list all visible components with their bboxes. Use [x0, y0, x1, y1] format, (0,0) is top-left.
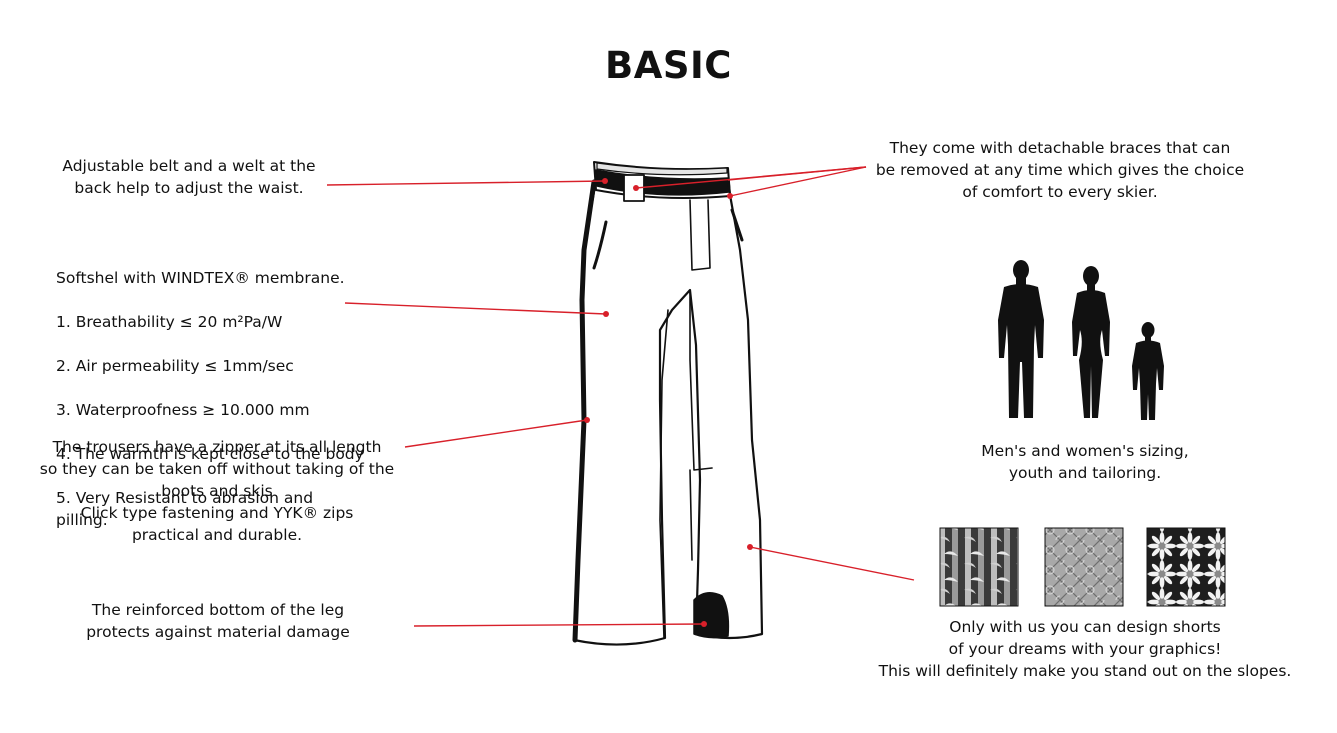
daisy-pattern-swatch[interactable] — [1146, 527, 1226, 607]
callout-lines — [326, 166, 915, 627]
man-silhouette-icon — [998, 260, 1044, 418]
page-title: BASIC — [605, 44, 732, 87]
woman-silhouette-icon — [1072, 266, 1110, 418]
softshell-item-resistance: 5. Very Resistant to abrasion and pillin… — [56, 489, 314, 529]
ornament-pattern-swatch[interactable] — [1044, 527, 1124, 607]
zipper-callout-text: The trousers have a zipper at its all le… — [39, 438, 395, 544]
trousers-outline — [572, 173, 764, 646]
softshell-item-breathability: 1. Breathability ≤ 20 m²Pa/W — [56, 313, 283, 331]
braces-callout-text: They come with detachable braces that ca… — [875, 139, 1245, 201]
softshell-item-waterproofness: 3. Waterproofness ≥ 10.000 mm — [56, 401, 310, 419]
reinforced-hem-patch — [693, 592, 730, 639]
callout-line-bottom — [413, 623, 705, 627]
bamboo-pattern-swatch[interactable] — [939, 527, 1019, 607]
belt-callout-text: Adjustable belt and a welt at the back h… — [62, 157, 316, 197]
callout-line-braces-3 — [729, 166, 867, 197]
bottom-callout-text: The reinforced bottom of the leg protect… — [86, 601, 350, 641]
callout-line-graphics — [749, 546, 915, 581]
callout-line-belt — [326, 180, 606, 186]
trousers-illustration — [572, 161, 764, 646]
zipper-seam — [572, 179, 597, 643]
sizing-callout-text: Men's and women's sizing, youth and tail… — [981, 442, 1189, 482]
sizing-figures — [998, 260, 1164, 420]
graphics-callout-text: Only with us you can design shorts of yo… — [878, 618, 1292, 680]
softshell-item-air-permeability: 2. Air permeability ≤ 1mm/sec — [56, 357, 294, 375]
callout-line-zipper — [404, 419, 588, 448]
callout-line-braces-2 — [727, 166, 867, 181]
softshell-item-warmth: 4. The warmth is kept close to the body — [56, 445, 364, 463]
softshell-callout: Softshel with WINDTEX® membrane. 1. Brea… — [56, 245, 366, 553]
softshell-heading: Softshel with WINDTEX® membrane. — [56, 269, 345, 287]
callout-line-softshell — [344, 302, 607, 315]
youth-silhouette-icon — [1132, 322, 1164, 420]
